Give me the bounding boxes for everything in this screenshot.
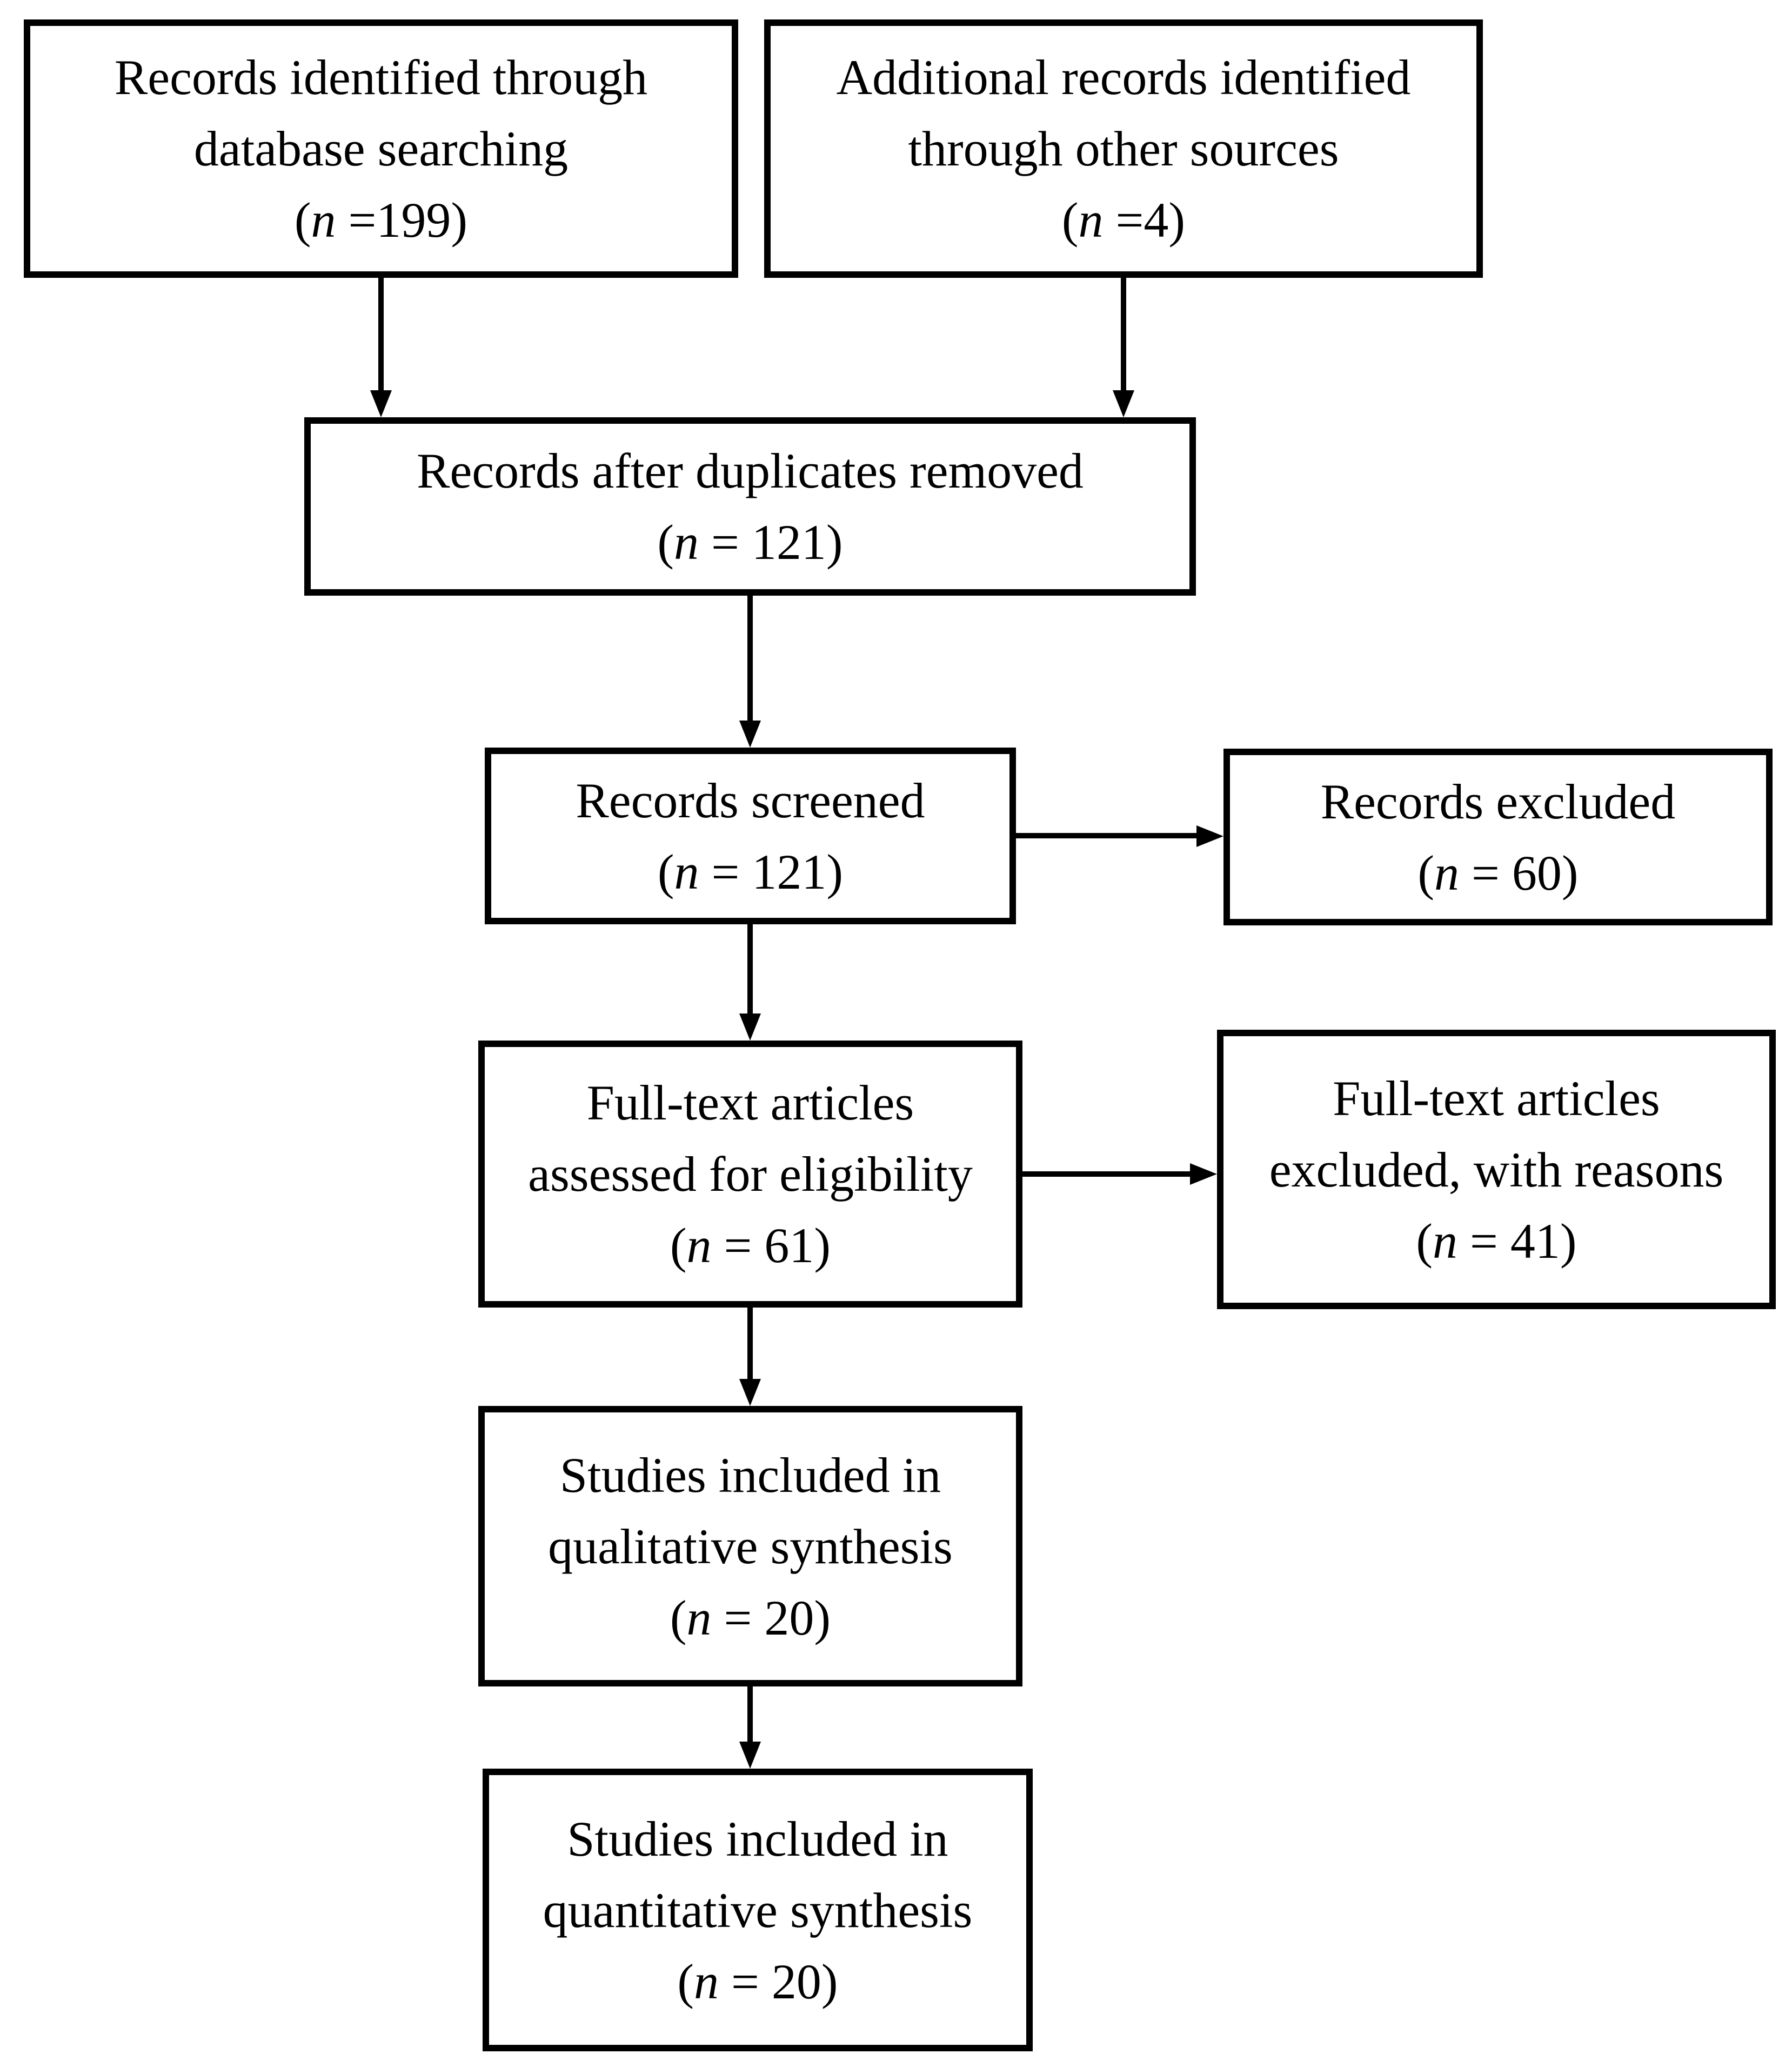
connector-fulltext-to-qualitative bbox=[747, 1308, 753, 1389]
n-value: = 60) bbox=[1459, 845, 1579, 901]
box-text-line: Full-text articles bbox=[1333, 1070, 1660, 1126]
paren-open: ( bbox=[1061, 192, 1079, 248]
connector-othersources-to-duplicates bbox=[1121, 278, 1126, 402]
box-text-line: excluded, with reasons bbox=[1269, 1142, 1724, 1197]
n-value: = 121) bbox=[699, 515, 843, 570]
box-records-excluded: Records excluded (n = 60) bbox=[1223, 749, 1773, 925]
paren-open: ( bbox=[670, 1218, 687, 1273]
connector-database-to-duplicates bbox=[378, 278, 384, 402]
connector-screened-to-fulltext bbox=[747, 924, 753, 1022]
connector-qualitative-to-quantitative bbox=[747, 1686, 753, 1754]
arrowhead-down-icon bbox=[1113, 390, 1134, 417]
box-quantitative-synthesis: Studies included in quantitative synthes… bbox=[483, 1769, 1033, 2051]
n-value: = 121) bbox=[699, 844, 844, 899]
box-text-line: through other sources bbox=[908, 121, 1339, 176]
n-value: =199) bbox=[336, 192, 468, 248]
box-qualitative-synthesis: Studies included in qualitative synthesi… bbox=[478, 1406, 1022, 1686]
box-records-screened: Records screened (n = 121) bbox=[485, 748, 1016, 924]
paren-open: ( bbox=[657, 515, 674, 570]
box-records-identified-database: Records identified through database sear… bbox=[24, 19, 738, 278]
box-fulltext-assessed: Full-text articles assessed for eligibil… bbox=[478, 1041, 1022, 1308]
arrowhead-down-icon bbox=[739, 1742, 761, 1769]
box-text-line: Records excluded bbox=[1320, 774, 1676, 829]
paren-open: ( bbox=[670, 1590, 687, 1645]
box-additional-records-other-sources: Additional records identified through ot… bbox=[764, 19, 1483, 278]
n-count-line: (n = 20) bbox=[670, 1582, 831, 1653]
n-variable: n bbox=[686, 1590, 712, 1645]
paren-open: ( bbox=[1417, 845, 1435, 901]
n-count-line: (n =4) bbox=[1062, 184, 1185, 256]
arrowhead-down-icon bbox=[739, 1379, 761, 1406]
box-fulltext-excluded: Full-text articles excluded, with reason… bbox=[1217, 1030, 1776, 1309]
n-variable: n bbox=[1078, 192, 1104, 248]
box-text-line: Studies included in bbox=[567, 1811, 948, 1866]
box-text-line: Records screened bbox=[576, 772, 925, 828]
n-value: = 41) bbox=[1457, 1213, 1577, 1269]
arrowhead-right-icon bbox=[1196, 825, 1223, 847]
n-variable: n bbox=[674, 515, 699, 570]
n-count-line: (n = 121) bbox=[658, 836, 843, 908]
n-count-line: (n = 60) bbox=[1417, 837, 1578, 909]
box-text-line: qualitative synthesis bbox=[548, 1518, 953, 1574]
box-text-line: assessed for eligibility bbox=[528, 1146, 973, 1202]
connector-screened-to-excluded bbox=[1016, 833, 1205, 838]
arrowhead-right-icon bbox=[1190, 1163, 1217, 1185]
n-variable: n bbox=[311, 192, 336, 248]
paren-open: ( bbox=[294, 192, 311, 248]
paren-open: ( bbox=[677, 1953, 694, 2009]
n-value: = 20) bbox=[719, 1953, 838, 2009]
connector-fulltext-to-fulltext-excluded bbox=[1022, 1171, 1200, 1177]
arrowhead-down-icon bbox=[370, 390, 392, 417]
box-text-line: quantitative synthesis bbox=[543, 1882, 973, 1938]
box-text-line: Records identified through bbox=[114, 50, 648, 105]
n-count-line: (n = 61) bbox=[670, 1210, 831, 1281]
n-value: =4) bbox=[1103, 192, 1186, 248]
box-text-line: Studies included in bbox=[559, 1447, 941, 1503]
n-variable: n bbox=[694, 1953, 719, 2009]
box-text-line: Records after duplicates removed bbox=[417, 443, 1084, 498]
box-text-line: database searching bbox=[193, 121, 569, 176]
n-count-line: (n =199) bbox=[295, 184, 467, 256]
arrowhead-down-icon bbox=[739, 721, 761, 748]
box-text-line: Full-text articles bbox=[586, 1075, 914, 1130]
n-variable: n bbox=[674, 844, 699, 899]
n-count-line: (n = 20) bbox=[677, 1946, 838, 2017]
paren-open: ( bbox=[657, 844, 674, 899]
n-variable: n bbox=[1434, 845, 1460, 901]
box-text-line: Additional records identified bbox=[836, 50, 1411, 105]
n-value: = 20) bbox=[711, 1590, 831, 1645]
n-value: = 61) bbox=[711, 1218, 831, 1273]
paren-open: ( bbox=[1416, 1213, 1433, 1269]
n-variable: n bbox=[1433, 1213, 1458, 1269]
box-records-after-duplicates-removed: Records after duplicates removed (n = 12… bbox=[304, 417, 1196, 596]
arrowhead-down-icon bbox=[739, 1014, 761, 1041]
n-count-line: (n = 121) bbox=[657, 506, 842, 578]
n-variable: n bbox=[686, 1218, 712, 1273]
n-count-line: (n = 41) bbox=[1416, 1205, 1576, 1277]
connector-duplicates-to-screened bbox=[747, 596, 753, 730]
